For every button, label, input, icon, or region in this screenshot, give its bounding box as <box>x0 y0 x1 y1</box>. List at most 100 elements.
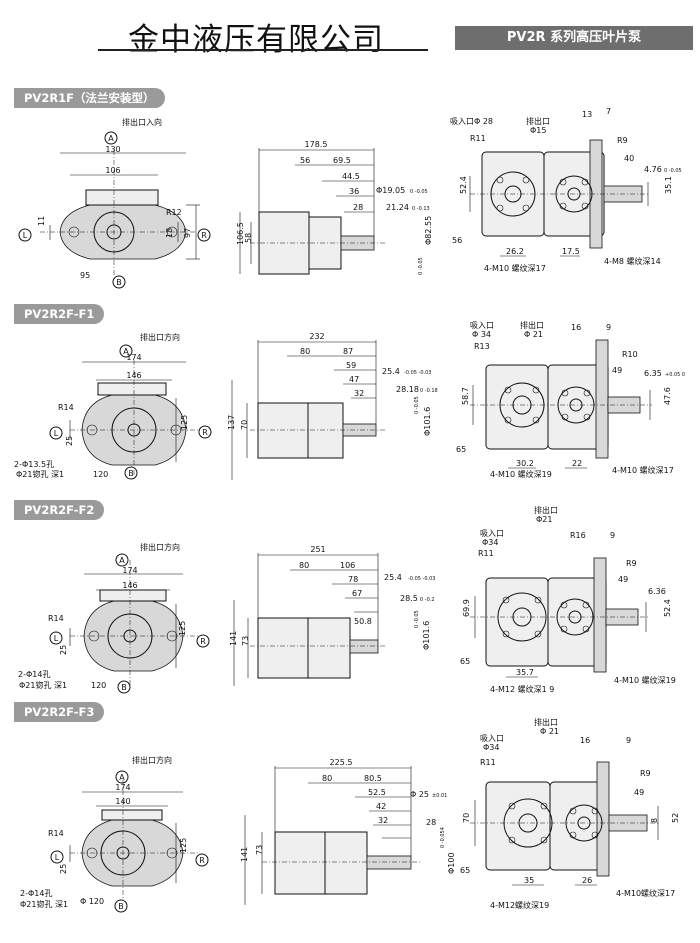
s4-arrow-label: 排出口方向 <box>132 755 172 765</box>
s3-side-pilot: Φ101.6 <box>422 621 431 650</box>
s1-rear-key-tol: 0 -0.05 <box>664 168 682 174</box>
s2-rear-d49: 49 <box>612 366 622 375</box>
section-tab-3: PV2R2F-F2 <box>14 500 105 520</box>
s1-side-h: 106.5 <box>236 222 245 245</box>
s3-side-d3: 78 <box>348 575 358 584</box>
s2-side-d4: 47 <box>349 375 359 384</box>
rear-view-3 <box>470 557 650 678</box>
s1-front-h1: 18 <box>165 228 174 238</box>
s2-rear-in-d: Φ 34 <box>472 330 491 339</box>
page-header: 金中液压有限公司 PV2R 系列高压叶片泵 <box>0 0 700 60</box>
s2-rear-in-port: 吸入口 <box>470 321 494 330</box>
s3-label-b: B <box>121 683 127 692</box>
s2-rear-bolt2: 4-M10 螺纹深17 <box>612 465 674 475</box>
s3-label-r: R <box>200 637 206 646</box>
s4-rear-d16: 16 <box>580 736 590 745</box>
s2-side-h2: 70 <box>240 420 249 430</box>
s1-rear-w2: 17.5 <box>562 247 580 256</box>
s3-side-d5: 50.8 <box>354 617 372 626</box>
s3-rear-d49: 49 <box>618 575 628 584</box>
s4-side-d5: 32 <box>378 816 388 825</box>
s3-side-pilot-tol: 0 -0.05 <box>414 610 420 628</box>
s1-side-d5: 28 <box>353 203 363 212</box>
s3-rear-bolt1: 4-M12 螺纹深1 9 <box>490 684 554 694</box>
rear-view-2 <box>470 339 652 469</box>
s2-side-shaft1: 25.4 <box>382 367 400 376</box>
s1-side-pilot-tol: 0 -0.05 <box>418 257 424 275</box>
section-tab-1: PV2R1F（法兰安装型） <box>14 88 165 108</box>
side-view-2 <box>231 340 385 480</box>
s2-front-h1: 25 <box>65 436 74 446</box>
s3-rear-bolt2: 4-M10 螺纹深19 <box>614 675 676 685</box>
s4-side-h2: 73 <box>255 845 264 855</box>
s2-side-d5: 32 <box>354 389 364 398</box>
s2-side-d3: 59 <box>346 361 356 370</box>
s3-front-d: 120 <box>91 681 106 690</box>
s4-front-w-outer: 174 <box>115 783 130 792</box>
s1-front-r: R12 <box>166 208 182 217</box>
s3-rear-w1: 35.7 <box>516 668 534 677</box>
s2-front-w-inner: 146 <box>126 371 141 380</box>
s3-rear-h: 69.9 <box>462 599 471 617</box>
s1-rear-in-port: 吸入口Φ 28 <box>450 117 493 126</box>
section-4: 174 140 R14 25 125 2-Φ14孔 Φ21锪孔 深1 Φ 120… <box>20 717 680 913</box>
s4-side-pilot: Φ100 <box>447 852 456 874</box>
s3-rear-out-port: 排出口 <box>534 505 558 515</box>
s1-side-d2: 69.5 <box>333 156 351 165</box>
s2-label-r: R <box>202 428 208 437</box>
s1-label-a: A <box>108 134 114 143</box>
s4-front-h1: 25 <box>59 864 68 874</box>
front-view-1 <box>40 150 200 275</box>
s2-arrow-label: 排出口方向 <box>140 332 180 342</box>
s3-rear-r3: R16 <box>570 531 586 540</box>
s1-rear-h2: 35.1 <box>664 176 673 194</box>
s4-rear-in-d: Φ34 <box>483 743 499 752</box>
s1-side-d4: 36 <box>349 187 359 196</box>
s2-front-d: 120 <box>93 470 108 479</box>
s3-side-shaft2-tol: 0 -0.2 <box>420 597 435 603</box>
s4-rear-h: 70 <box>462 813 471 823</box>
s3-side-d2: 106 <box>340 561 355 570</box>
s3-rear-key: 6.36 <box>648 587 666 596</box>
s3-front-r: R14 <box>48 614 64 623</box>
s2-front-hole2: Φ21锪孔 深1 <box>16 469 64 479</box>
s4-front-d: Φ 120 <box>80 897 104 906</box>
s4-side-pilot-tol: 0 -0.054 <box>440 827 446 848</box>
section-tab-4: PV2R2F-F3 <box>14 702 105 722</box>
s1-side-len: 178.5 <box>305 140 328 149</box>
s2-rear-h2: 47.6 <box>663 387 672 405</box>
s3-side-shaft2: 28.5 <box>400 594 418 603</box>
s2-front-w-outer: 174 <box>126 353 141 362</box>
company-name: 金中液压有限公司 <box>128 22 384 58</box>
s3-rear-r2: R9 <box>626 559 637 568</box>
s1-rear-w1: 26.2 <box>506 247 524 256</box>
s3-label-l: L <box>54 634 59 643</box>
s4-side-d2: 80.5 <box>364 774 382 783</box>
s1-rear-bolt2: 4-M8 螺纹深14 <box>604 256 661 266</box>
s1-side-shaft1: Φ19.05 <box>376 186 405 195</box>
s1-rear-out-port: 排出口 <box>526 116 550 126</box>
s3-rear-out-d: Φ21 <box>536 515 552 524</box>
s4-rear-r1: R11 <box>480 758 496 767</box>
s3-rear-in-port: 吸入口 <box>480 529 504 538</box>
rear-view-1 <box>469 139 650 257</box>
s2-side-shaft1-tol: -0.05 -0.03 <box>404 370 431 376</box>
s3-front-h1: 25 <box>59 645 68 655</box>
s2-rear-key: 6.35 <box>644 369 662 378</box>
s4-rear-out-port: 排出口 <box>534 717 558 727</box>
s1-rear-r1: R11 <box>470 134 486 143</box>
s4-side-d3: 52.5 <box>368 788 386 797</box>
s4-side-len: 225.5 <box>330 758 353 767</box>
s1-rear-out-d: Φ15 <box>530 126 546 135</box>
s2-rear-d16: 16 <box>571 323 581 332</box>
s3-side-shaft1: 25.4 <box>384 573 402 582</box>
s3-rear-h2: 52.4 <box>663 599 672 617</box>
s1-label-b: B <box>116 278 122 287</box>
s2-side-shaft2-tol: 0 -0.18 <box>420 388 438 394</box>
s2-side-h: 137 <box>227 415 236 430</box>
s2-label-b: B <box>128 469 134 478</box>
s4-rear-w1: 35 <box>524 876 534 885</box>
s3-arrow-label: 排出口方向 <box>140 542 180 552</box>
s3-rear-r1: R11 <box>478 549 494 558</box>
s2-rear-r1: R13 <box>474 342 490 351</box>
